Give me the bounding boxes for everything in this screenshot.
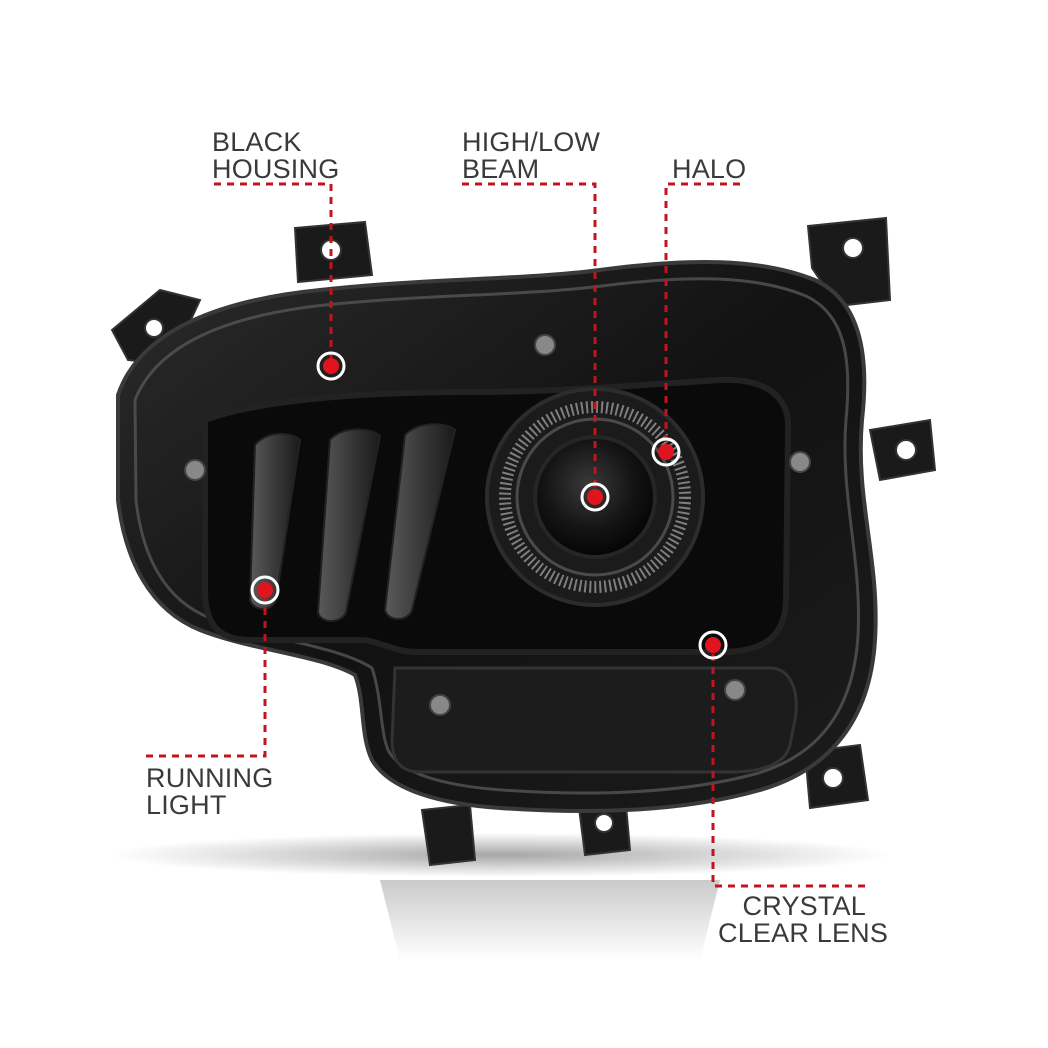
halo-ring bbox=[499, 401, 691, 593]
marker-running-light bbox=[250, 575, 280, 605]
leader-line-halo bbox=[664, 182, 740, 452]
leader-line-crystal-clear-lens bbox=[711, 645, 865, 888]
label-black-housing: BLACK HOUSING bbox=[212, 129, 339, 183]
marker-halo bbox=[651, 437, 681, 467]
leader-line-black-housing bbox=[214, 182, 333, 366]
clear-lens-rim bbox=[133, 277, 860, 795]
floor-reflection bbox=[380, 880, 720, 960]
floor-shadow bbox=[110, 833, 890, 877]
label-black-housing-line2: HOUSING bbox=[212, 154, 340, 184]
label-high-low-beam-line1: HIGH/LOW bbox=[462, 127, 601, 157]
marker-black-housing bbox=[316, 351, 346, 381]
label-crystal-clear-lens-line2: CLEAR LENS bbox=[718, 918, 889, 948]
lower-reflector bbox=[390, 666, 798, 774]
label-halo: HALO bbox=[672, 156, 746, 183]
label-running-light-line2: LIGHT bbox=[146, 790, 227, 820]
leader-lines bbox=[146, 182, 865, 888]
running-light-strips bbox=[248, 423, 457, 622]
callout-markers bbox=[250, 351, 728, 660]
label-halo-line1: HALO bbox=[672, 154, 747, 184]
label-running-light-line1: RUNNING bbox=[146, 763, 274, 793]
label-crystal-clear-lens-line1: CRYSTAL bbox=[742, 891, 866, 921]
adjuster-screws bbox=[184, 334, 811, 716]
marker-high-low-beam bbox=[580, 482, 610, 512]
label-high-low-beam: HIGH/LOW BEAM bbox=[462, 129, 600, 183]
label-high-low-beam-line2: BEAM bbox=[462, 154, 540, 184]
label-black-housing-line1: BLACK bbox=[212, 127, 302, 157]
label-running-light: RUNNING LIGHT bbox=[146, 765, 273, 819]
marker-crystal-clear-lens bbox=[698, 630, 728, 660]
leader-line-high-low-beam bbox=[462, 182, 597, 497]
leader-line-running-light bbox=[146, 590, 267, 758]
label-crystal-clear-lens: CRYSTAL CLEAR LENS bbox=[718, 891, 889, 948]
